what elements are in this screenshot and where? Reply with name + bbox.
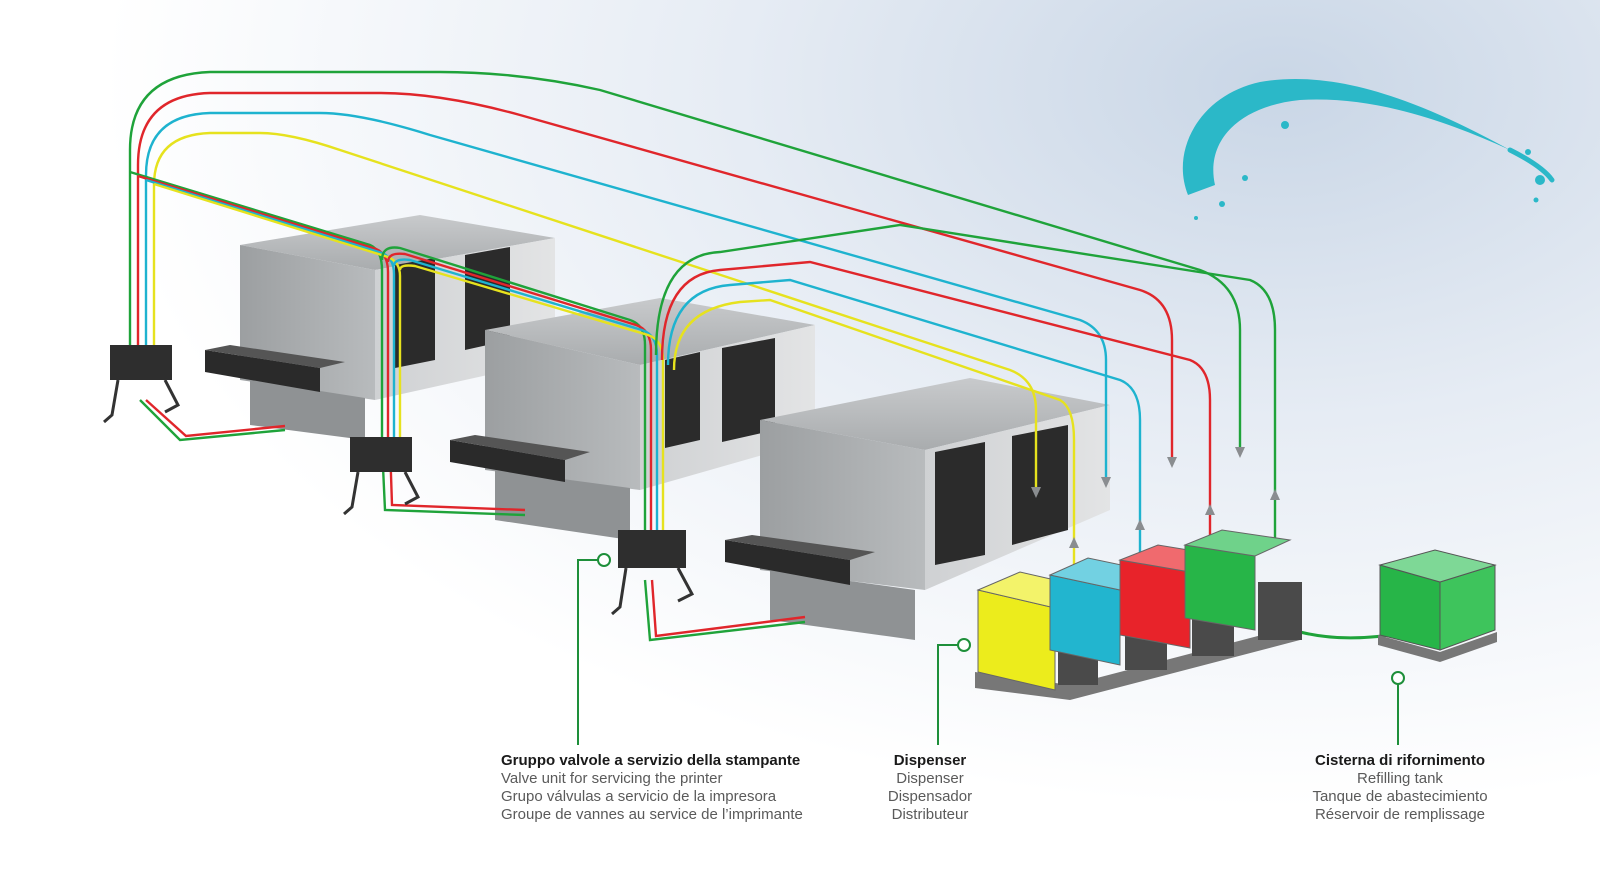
pipe-run-cyan-a xyxy=(145,178,396,445)
callouts xyxy=(577,553,1405,745)
dispenser xyxy=(975,529,1302,700)
floor-run-1b xyxy=(145,399,286,438)
pipe-red-1 xyxy=(136,91,1174,465)
pipe-run-red-b xyxy=(386,252,653,535)
arrow-up-yellow xyxy=(1069,537,1079,548)
ink-splash xyxy=(1182,79,1555,220)
pipe-yellow-3 xyxy=(672,298,1076,590)
arrow-up-red xyxy=(1205,504,1215,515)
refilling-tank-fr: Réservoir de remplissage xyxy=(1314,806,1486,823)
callout-valve xyxy=(577,559,598,745)
dispenser-title: Dispenser xyxy=(893,752,967,769)
refilling-tank-es: Tanque de abastecimiento xyxy=(1312,788,1488,805)
pipe-cyan-1 xyxy=(144,111,1108,485)
refilling-tank-en: Refilling tank xyxy=(1357,770,1443,787)
printer-2 xyxy=(450,298,815,540)
valve-unit-fr: Groupe de vannes au service de l’imprima… xyxy=(501,806,803,823)
arrow-down-yellow xyxy=(1031,487,1041,498)
refilling-tank xyxy=(1378,549,1497,662)
floor-run-3b xyxy=(650,579,806,638)
pipe-yellow-1 xyxy=(152,131,1038,495)
pipes xyxy=(128,70,1391,642)
arrow-down-cyan xyxy=(1101,477,1111,488)
pipe-refill xyxy=(1299,630,1391,640)
arrow-down-red xyxy=(1167,457,1177,468)
arrow-up-green xyxy=(1270,489,1280,500)
arrow-down-green xyxy=(1235,447,1245,458)
pipe-green-1 xyxy=(128,70,1242,455)
valve-unit-es: Grupo válvulas a servicio de la impresor… xyxy=(501,788,777,805)
dispenser-label: Dispenser Dispenser Dispensador Distribu… xyxy=(880,752,980,824)
flow-arrows xyxy=(1031,447,1280,548)
refilling-tank-title: Cisterna di rifornimento xyxy=(1314,752,1486,769)
callout-dispenser xyxy=(937,644,958,745)
floor-run-1 xyxy=(139,399,286,442)
printer-3 xyxy=(725,378,1110,640)
valve-unit-title: Gruppo valvole a servizio della stampant… xyxy=(501,752,801,769)
valve-unit-2 xyxy=(343,437,421,516)
pipe-cyan-3 xyxy=(666,278,1142,580)
floor-run-3 xyxy=(643,579,806,642)
valve-unit-label: Gruppo valvole a servizio della stampant… xyxy=(501,752,803,824)
valve-unit-3 xyxy=(611,530,695,616)
dispenser-es: Dispensador xyxy=(887,788,973,805)
pipe-red-3 xyxy=(660,260,1212,565)
valve-unit-1 xyxy=(103,345,181,424)
valve-unit-en: Valve unit for servicing the printer xyxy=(501,770,723,787)
pipe-run-green-b xyxy=(380,246,647,535)
pipe-green-3 xyxy=(654,223,1277,545)
dispenser-fr: Distributeur xyxy=(891,806,969,823)
pipe-run-yellow-a xyxy=(153,182,402,445)
refilling-tank-label: Cisterna di rifornimento Refilling tank … xyxy=(1290,752,1510,824)
arrow-up-cyan xyxy=(1135,519,1145,530)
dispenser-en: Dispenser xyxy=(896,770,964,787)
tank-green xyxy=(1183,529,1302,640)
